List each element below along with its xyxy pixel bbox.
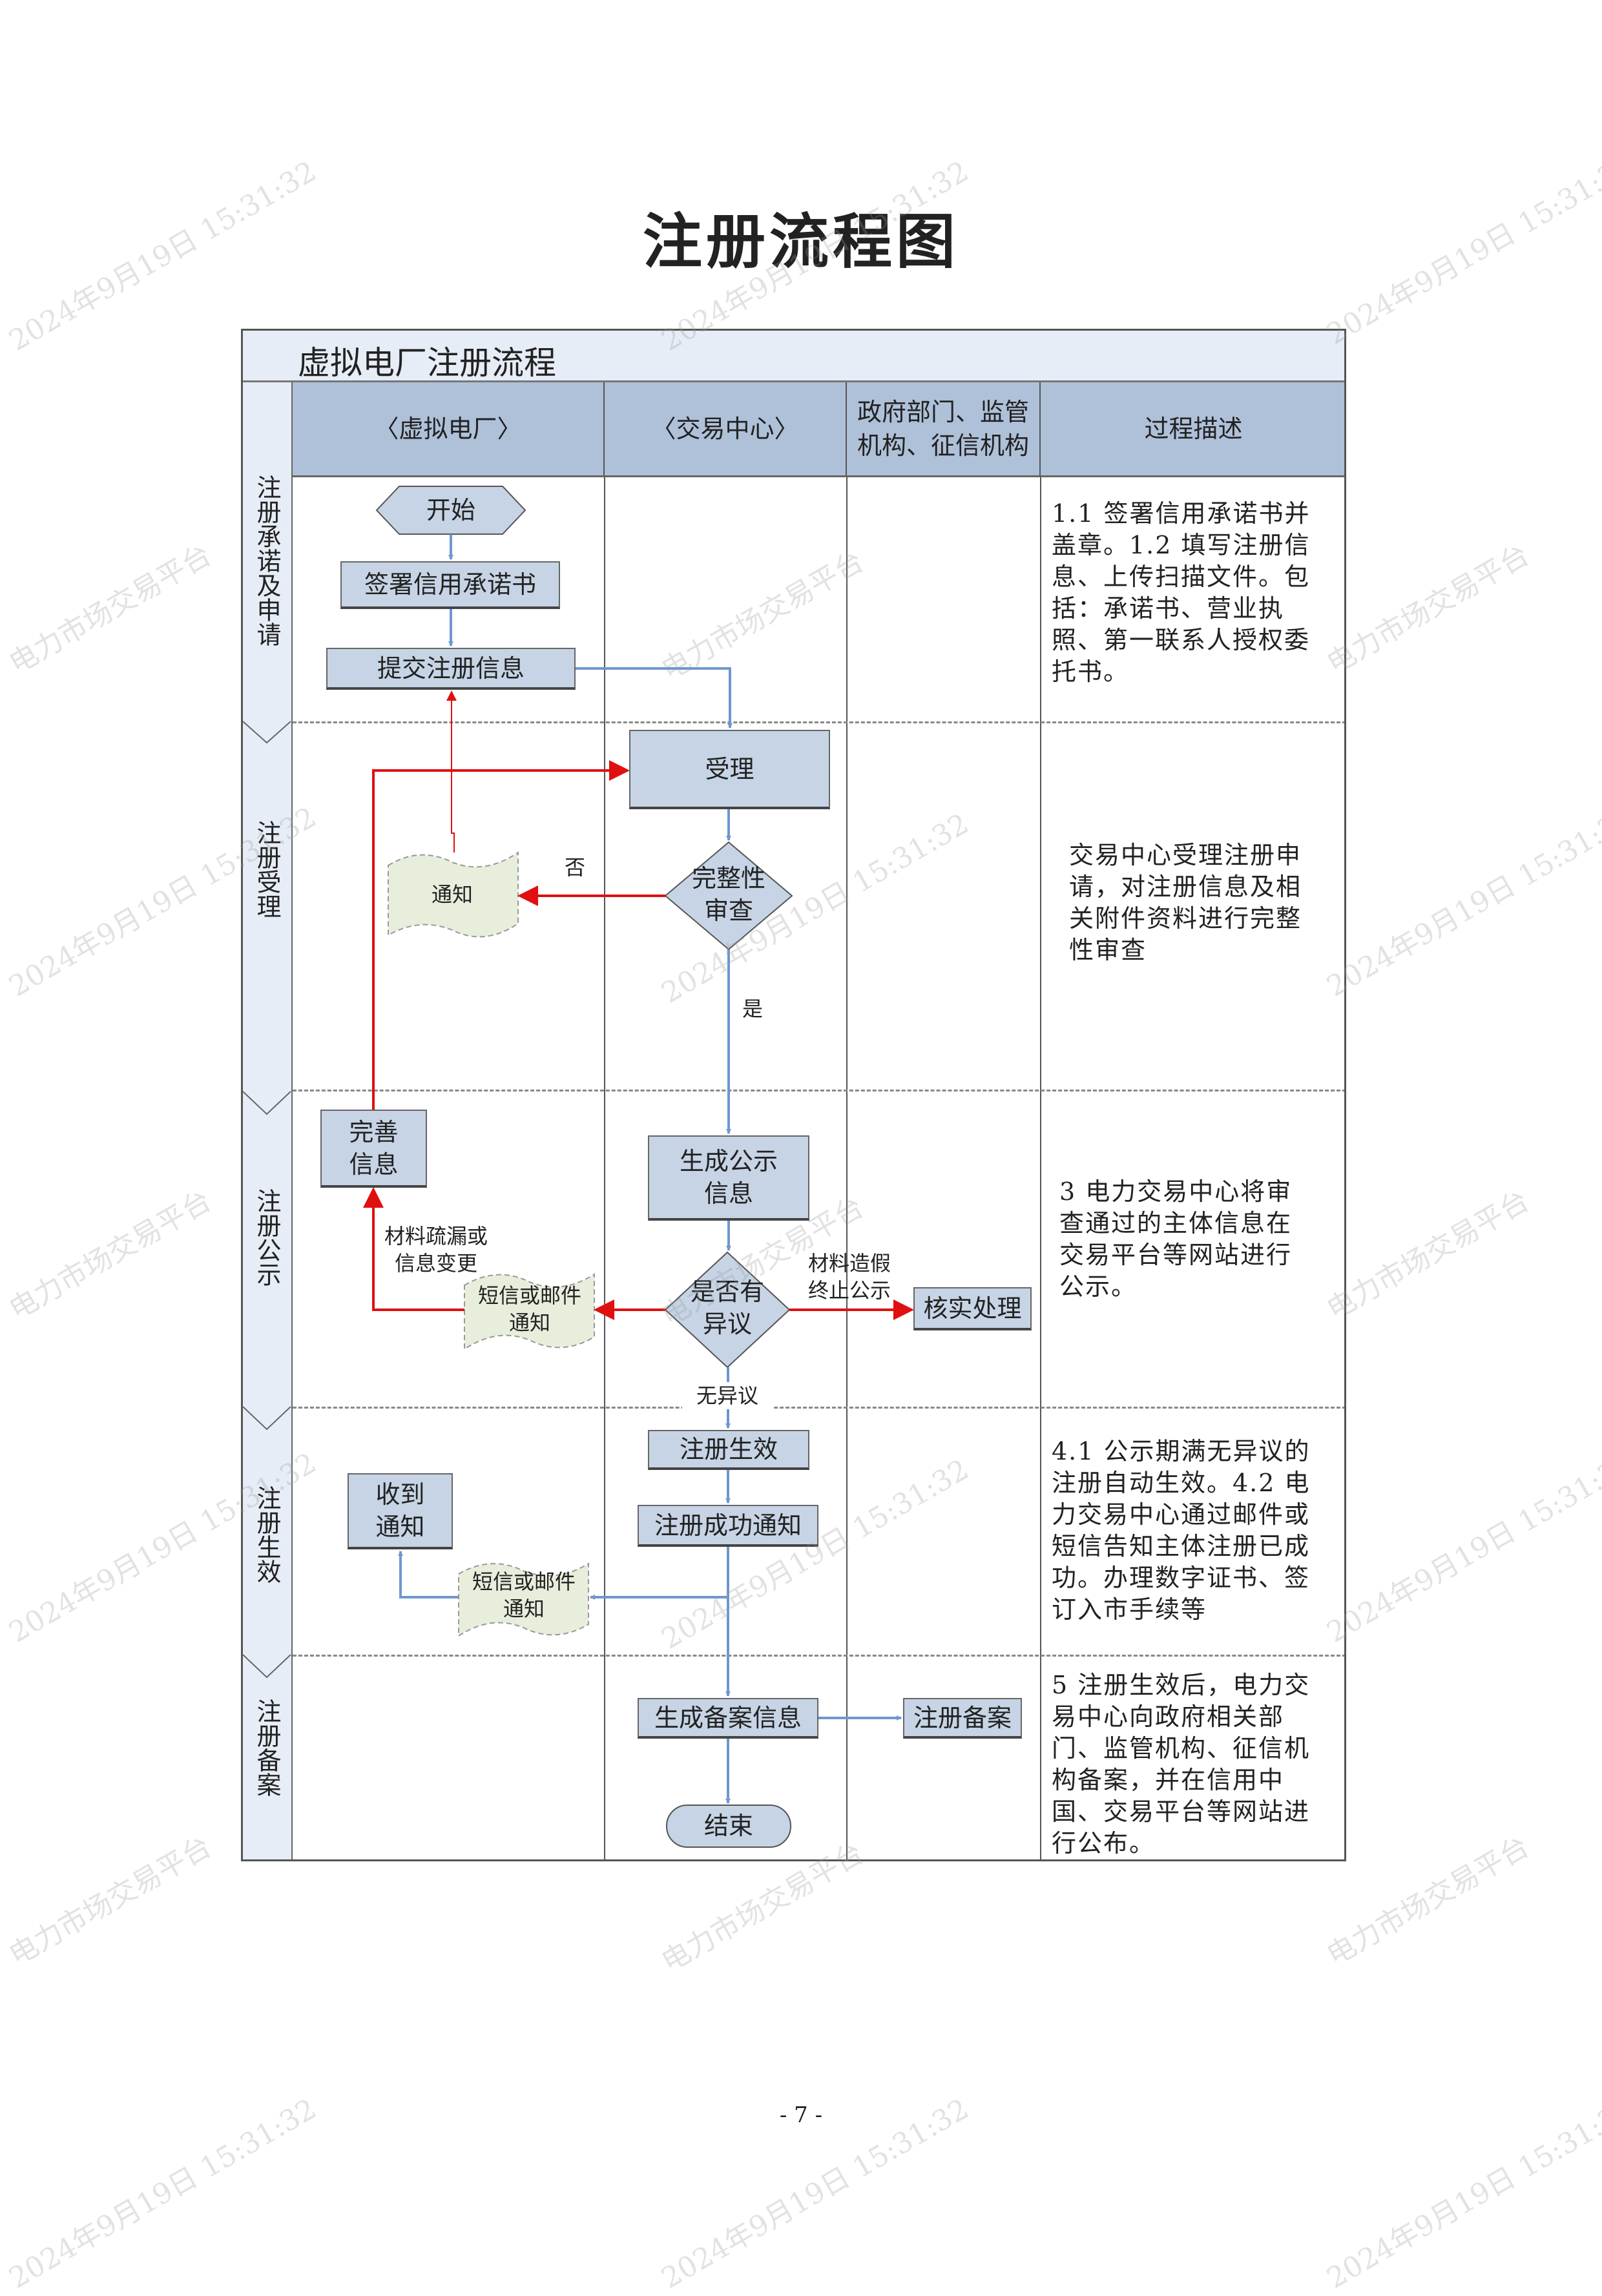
start-node-shape <box>375 486 526 535</box>
row-divider <box>293 1090 1346 1091</box>
edge-label-no-objection: 无异议 <box>682 1382 773 1409</box>
lane-label-record: 注册备案 <box>253 1699 281 1797</box>
objection-decision: 是否有异议 <box>690 1277 764 1338</box>
notice1-doc-shape <box>388 851 519 938</box>
page-number: - 7 - <box>779 2102 823 2128</box>
lane-label-publicity: 注册公示 <box>253 1188 281 1287</box>
row-divider <box>293 1655 1346 1657</box>
success-notice-node: 注册成功通知 <box>638 1505 818 1547</box>
row-divider <box>293 721 1346 723</box>
notice3-doc: 短信或邮件通知 <box>472 1569 576 1621</box>
notice3-doc-shape <box>458 1562 589 1637</box>
header-description: 过程描述 <box>1041 382 1346 477</box>
description-accept: 交易中心受理注册申请，对注册信息及相关附件资料进行完整性审查 <box>1069 841 1302 964</box>
submit-info-node: 提交注册信息 <box>326 648 576 690</box>
row-divider <box>293 1407 1346 1409</box>
start-node: 开始 <box>426 496 475 524</box>
notice2-doc-shape <box>464 1273 595 1350</box>
end-node-shape <box>666 1805 791 1848</box>
record-node: 注册备案 <box>903 1698 1022 1739</box>
edge-label-fraud: 材料造假终止公示 <box>807 1251 891 1303</box>
verify-node: 核实处理 <box>913 1287 1032 1330</box>
page-title: 注册流程图 <box>642 207 959 276</box>
review-decision: 完整性审查 <box>691 864 765 925</box>
effective-node: 注册生效 <box>648 1430 809 1470</box>
improve-info-node: 完善信息 <box>320 1110 427 1188</box>
description-record: 5 注册生效后，电力交易中心向政府相关部门、监管机构、征信机构备案，并在信用中国… <box>1052 1671 1311 1857</box>
diagram-title: 虚拟电厂注册流程 <box>298 344 556 382</box>
description-publicity: 3 电力交易中心将审查通过的主体信息在交易平台等网站进行公示。 <box>1059 1177 1293 1301</box>
record-info-node: 生成备案信息 <box>638 1698 818 1739</box>
received-notice-node: 收到通知 <box>348 1473 453 1549</box>
resubmit-arrow <box>446 690 457 853</box>
lane-label-accept: 注册受理 <box>253 820 281 918</box>
notice2-doc: 短信或邮件通知 <box>477 1283 581 1335</box>
lane-label-effective: 注册生效 <box>253 1485 281 1584</box>
edge-label-missing: 材料疏漏或信息变更 <box>384 1224 488 1276</box>
description-commit: 1.1 签署信用承诺书并盖章。1.2 填写注册信息、上传扫描文件。包括：承诺书、… <box>1052 499 1311 686</box>
reject-arrows <box>363 760 914 1320</box>
column-divider <box>1040 477 1041 1861</box>
edge-label-no: 否 <box>564 855 585 880</box>
header-exchange: 〈交易中心〉 <box>605 382 847 477</box>
diagram-border <box>241 329 1346 1861</box>
sign-commitment-node: 签署信用承诺书 <box>340 561 560 609</box>
column-divider <box>604 477 605 1861</box>
lane-label-commit: 注册承诺及申请 <box>253 475 281 646</box>
description-effective: 4.1 公示期满无异议的注册自动生效。4.2 电力交易中心通过邮件或短信告知主体… <box>1052 1437 1311 1624</box>
accept-node: 受理 <box>629 730 830 809</box>
flow-arrows <box>398 534 902 1804</box>
header-vpp: 〈虚拟电厂〉 <box>293 382 605 477</box>
header-government: 政府部门、监管机构、征信机构 <box>847 382 1041 477</box>
lane-chevrons <box>242 721 291 1679</box>
publish-info-node: 生成公示信息 <box>648 1135 809 1221</box>
edge-label-yes: 是 <box>742 997 763 1021</box>
notice1-doc: 通知 <box>431 882 473 907</box>
column-divider <box>846 477 848 1861</box>
end-node: 结束 <box>703 1812 753 1840</box>
